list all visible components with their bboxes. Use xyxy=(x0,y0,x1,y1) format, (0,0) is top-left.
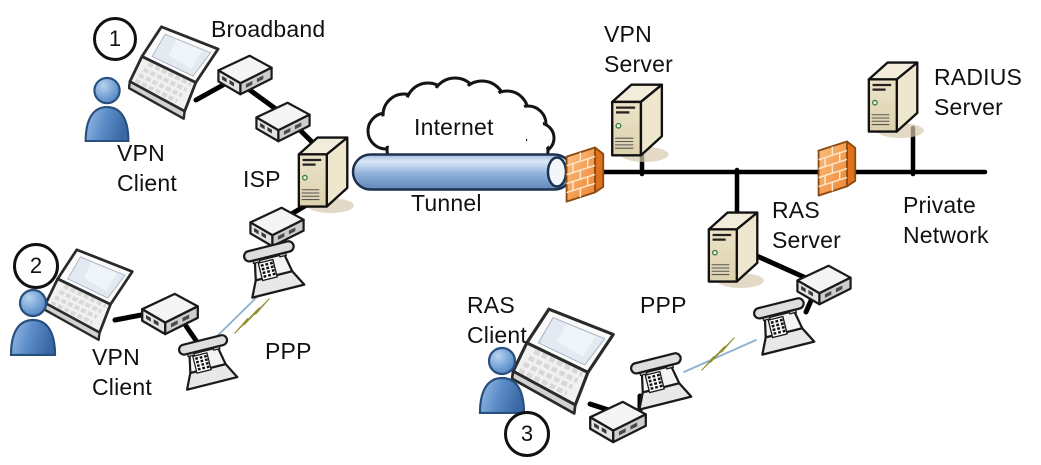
firewall-icon-left xyxy=(565,146,605,203)
label-tunnel: Tunnel xyxy=(411,190,482,216)
radius-server-icon xyxy=(867,61,926,139)
vpn-server-icon xyxy=(611,83,670,163)
label-broadband: Broadband xyxy=(211,16,326,42)
vpn-tunnel-icon xyxy=(351,153,574,191)
ras-server-icon xyxy=(707,211,766,289)
broadband-modem-icon-1 xyxy=(217,54,273,96)
lightning-icon-1 xyxy=(234,298,270,334)
internet-cloud-icon xyxy=(366,76,556,180)
label-vpn-client-1: VPN Client xyxy=(117,140,178,196)
laptop-icon-ras-client xyxy=(512,309,613,413)
step-badge-2: 2 xyxy=(13,243,59,289)
link-phone-modem-client2 xyxy=(183,323,200,345)
step-badge-3: 3 xyxy=(504,411,550,457)
firewall-icon-right xyxy=(817,140,857,197)
lightning-icon-2 xyxy=(701,337,735,371)
label-isp: ISP xyxy=(243,166,281,192)
label-vpn-client-2: VPN Client xyxy=(92,344,153,400)
user-icon-vpn-client1 xyxy=(84,76,130,142)
label-ras-server: RAS Server xyxy=(772,197,841,253)
ras-server-modem-icon xyxy=(796,264,852,306)
phone-icon-isp-side xyxy=(242,238,306,299)
phone-icon-ras-server xyxy=(752,295,816,356)
isp-server-icon xyxy=(297,136,355,214)
broadband-modem-icon-2 xyxy=(255,101,311,143)
step-badge-1: 1 xyxy=(93,17,137,61)
label-internet: Internet xyxy=(414,114,494,140)
label-ras-client: RAS Client xyxy=(467,292,528,348)
laptop-icon-vpn-client1 xyxy=(129,27,218,119)
label-radius-server: RADIUS Server xyxy=(934,64,1023,120)
dialup-link-2 xyxy=(683,339,757,373)
label-ppp-1: PPP xyxy=(265,338,312,364)
label-vpn-server: VPN Server xyxy=(604,21,673,77)
phone-icon-vpn-client2 xyxy=(176,332,239,391)
label-private-network: Private Network xyxy=(903,192,989,248)
label-ppp-2: PPP xyxy=(640,292,687,318)
